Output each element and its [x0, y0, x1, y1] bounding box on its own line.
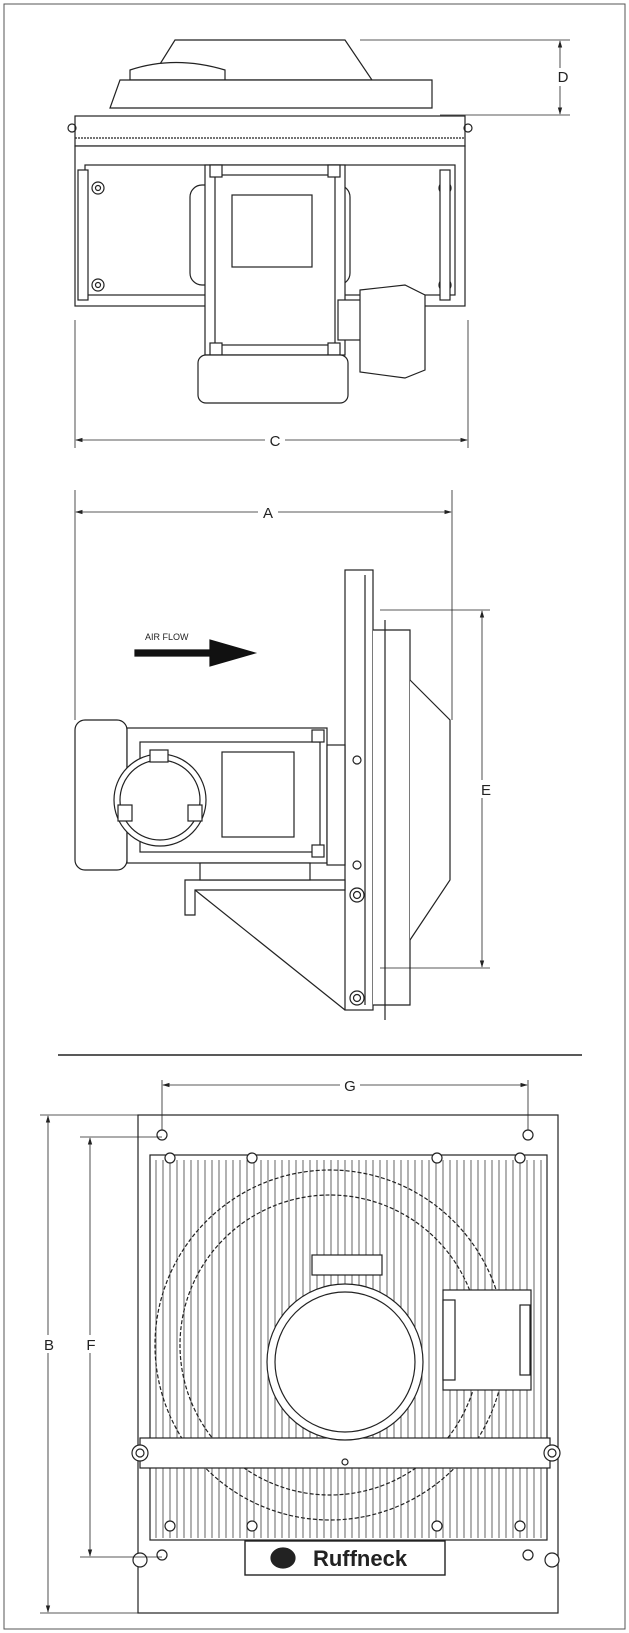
front-view — [40, 1077, 561, 1614]
dimension-label-f: F — [86, 1337, 95, 1354]
side-view — [74, 490, 492, 1020]
brand-name: Ruffneck — [313, 1546, 408, 1571]
dimension-label-g: G — [344, 1078, 356, 1095]
airflow-arrow — [134, 639, 258, 667]
dimension-label-b: B — [44, 1337, 54, 1354]
dimension-label-d: D — [558, 69, 569, 86]
page-border — [3, 3, 626, 1630]
top-view — [67, 39, 570, 448]
dimension-label-c: C — [270, 433, 281, 450]
dimension-label-a: A — [263, 505, 273, 522]
brand-logo-icon — [270, 1547, 296, 1569]
dimension-label-e: E — [481, 782, 491, 799]
airflow-label: AIR FLOW — [145, 632, 189, 642]
